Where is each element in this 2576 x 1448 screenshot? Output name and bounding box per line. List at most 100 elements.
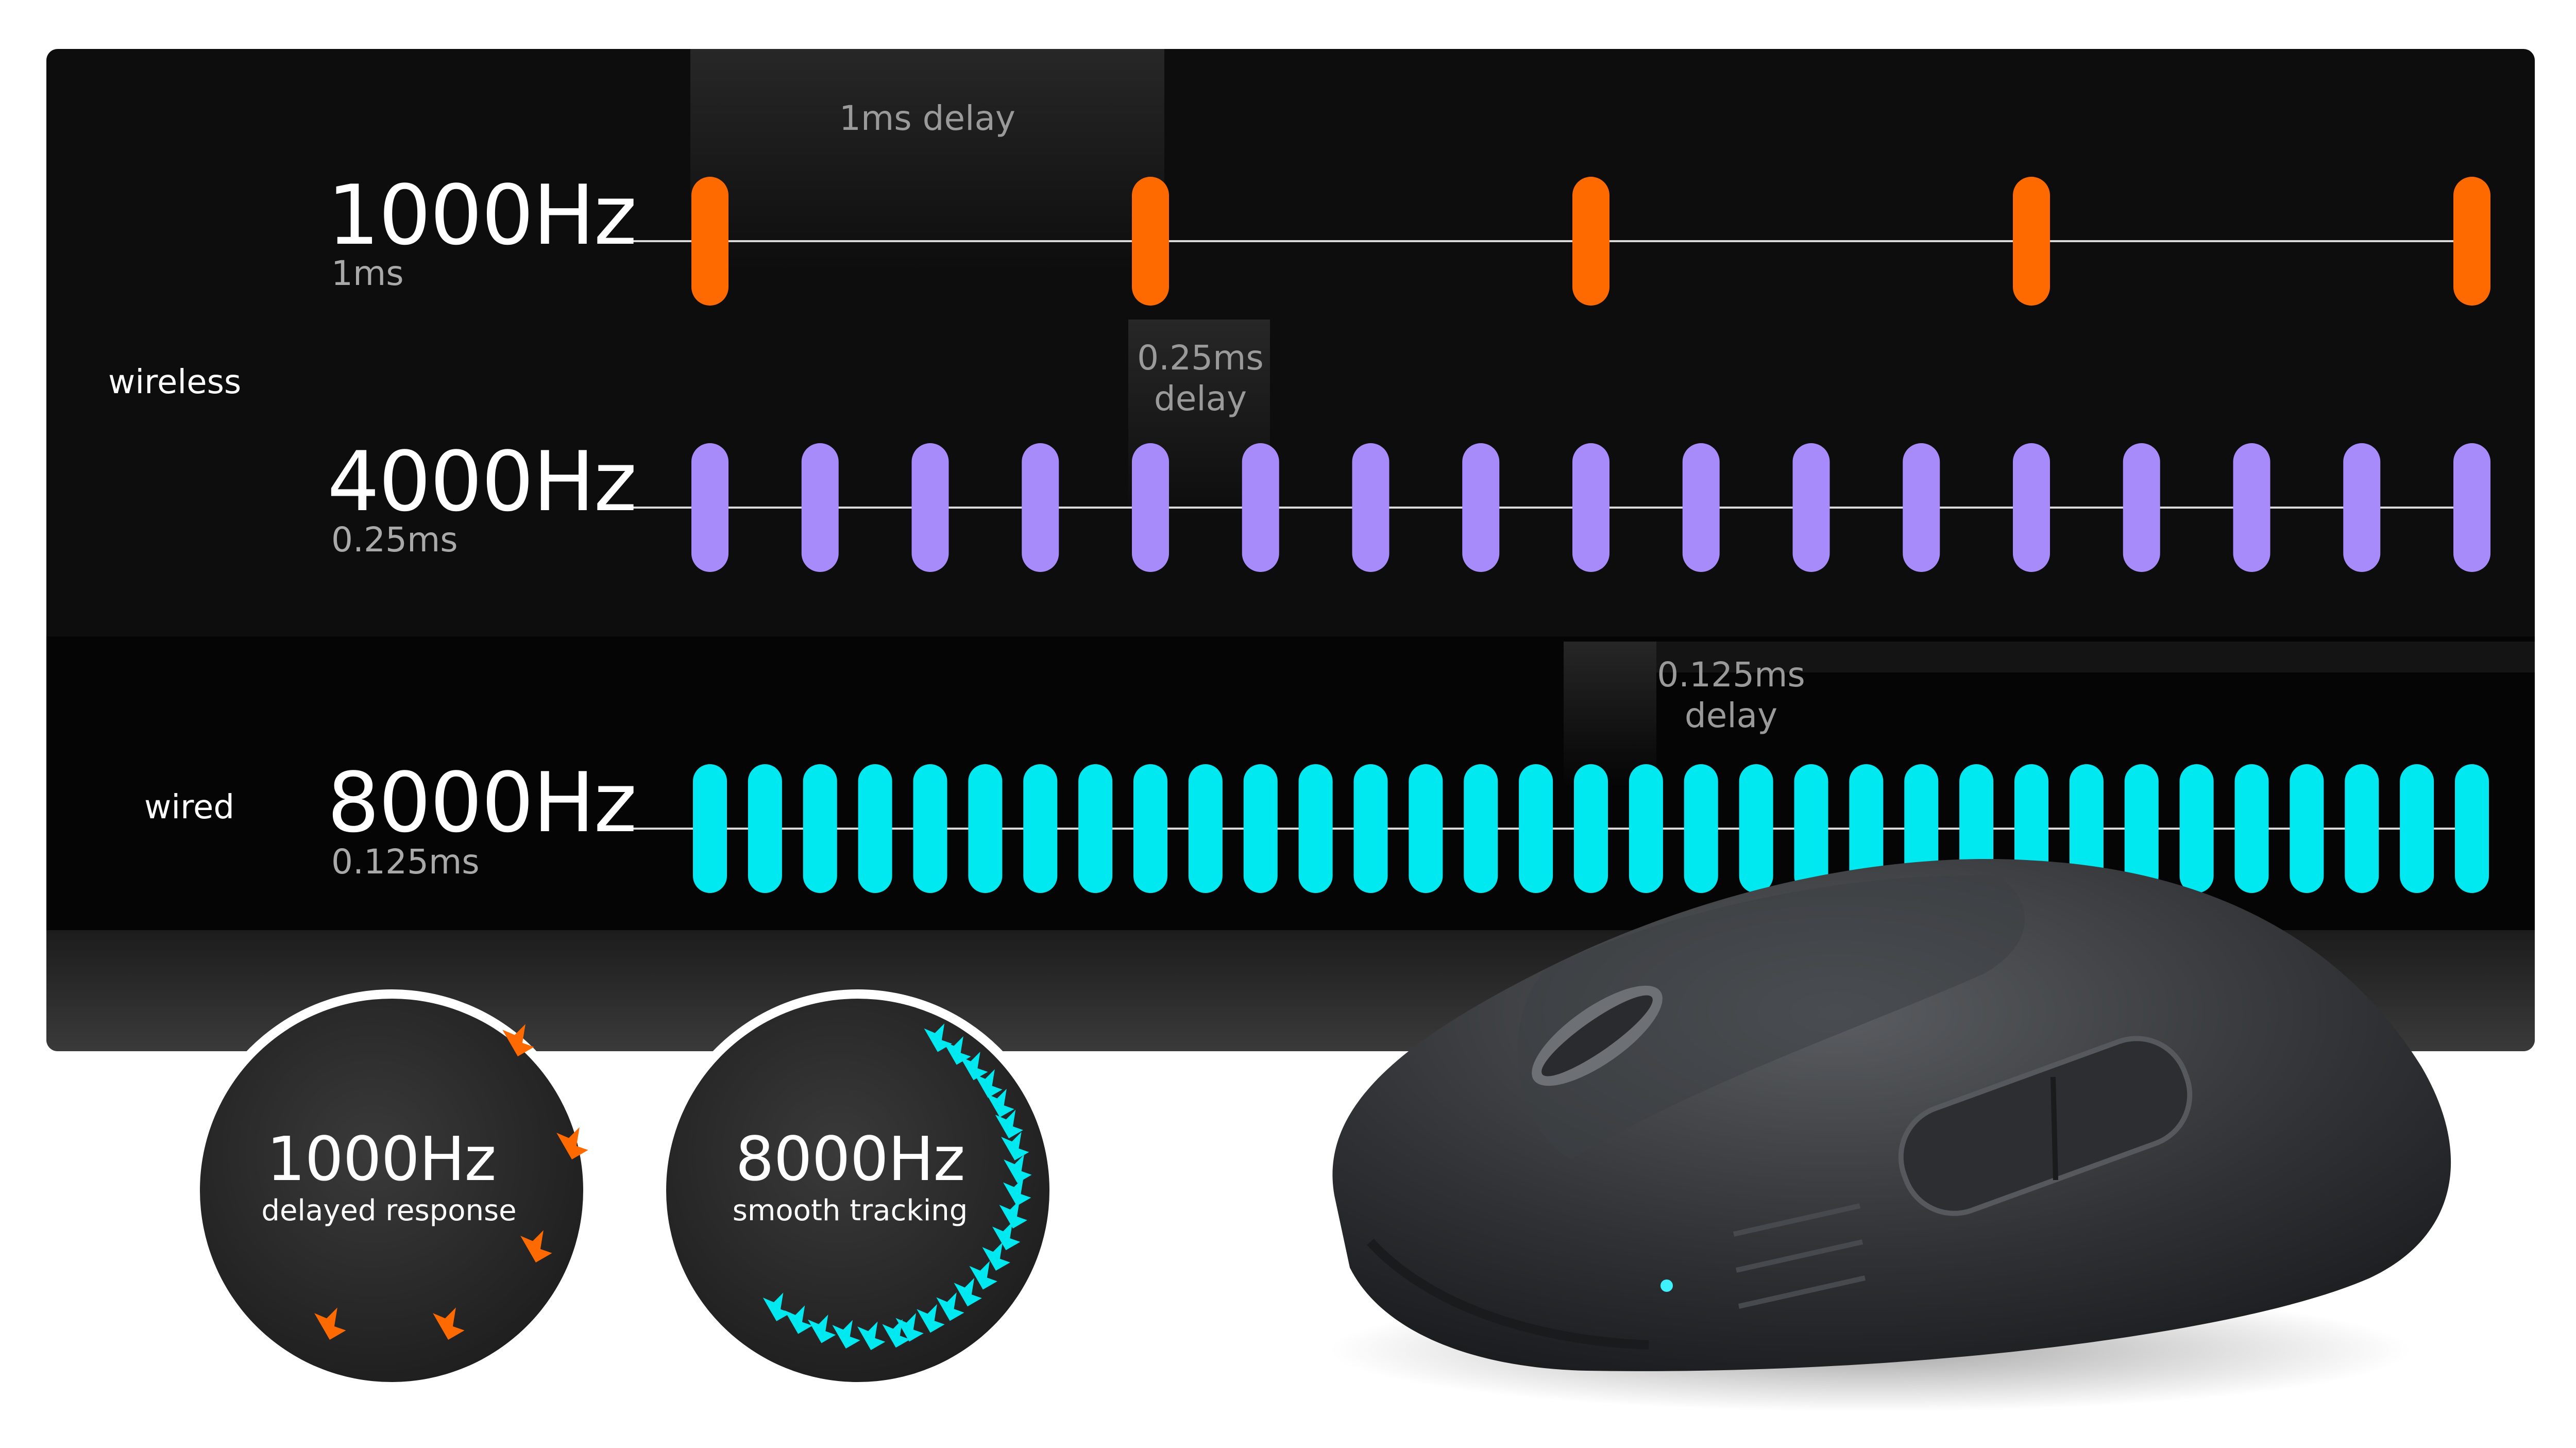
- pulse-r1000: [1572, 177, 1609, 306]
- cursor-arrow-icon: [895, 1313, 924, 1342]
- pulse-r8000: [1794, 764, 1828, 893]
- cursor-arrow-icon: [807, 1315, 836, 1343]
- circle-1000hz-subtitle: delayed response: [261, 1194, 517, 1227]
- pulse-r4000: [1352, 443, 1389, 572]
- pulse-r8000: [1243, 764, 1278, 893]
- pulse-r4000: [1572, 443, 1609, 572]
- pulse-r8000: [1629, 764, 1663, 893]
- interval-0-25ms: 0.25ms: [331, 520, 458, 560]
- pulse-r8000: [1904, 764, 1939, 893]
- pulse-r8000: [1188, 764, 1223, 893]
- pulse-r8000: [1739, 764, 1773, 893]
- pulse-r8000: [2290, 764, 2324, 893]
- cursor-arrow-icon: [1004, 1154, 1032, 1183]
- pulse-r8000: [858, 764, 892, 893]
- pulse-r4000: [911, 443, 949, 572]
- gaming-mouse-image: [1329, 858, 2451, 1412]
- delay-label-1000hz: 1ms delay: [839, 98, 1015, 138]
- frequency-8000hz: 8000Hz: [327, 754, 637, 851]
- circle-8000hz-title: 8000Hz: [735, 1123, 965, 1194]
- cursor-arrow-icon: [960, 1051, 988, 1081]
- pulse-r4000: [801, 443, 839, 572]
- cursor-arrow-icon: [882, 1319, 910, 1348]
- interval-0-125ms: 0.125ms: [331, 842, 480, 882]
- pulse-r8000: [1353, 764, 1388, 893]
- cursor-arrow-icon: [992, 1221, 1021, 1251]
- pulse-r1000: [2013, 177, 2050, 306]
- cursor-arrow-icon: [917, 1304, 945, 1333]
- pulse-r4000: [1022, 443, 1059, 572]
- pulse-r4000: [1462, 443, 1500, 572]
- pulse-r1000: [2453, 177, 2490, 306]
- pulse-r4000: [2453, 443, 2490, 572]
- pulse-r8000: [1078, 764, 1113, 893]
- pulse-r8000: [1849, 764, 1884, 893]
- cursor-arrow-icon: [936, 1292, 964, 1321]
- pulse-r8000: [2345, 764, 2379, 893]
- pulse-r8000: [2069, 764, 2104, 893]
- circle-1000hz-title: 1000Hz: [266, 1123, 497, 1194]
- wired-label: wired: [144, 788, 235, 827]
- pulse-r8000: [1298, 764, 1333, 893]
- cursor-arrows-8000hz: [762, 1023, 1032, 1350]
- pulse-r8000: [2179, 764, 2214, 893]
- pulse-r8000: [2124, 764, 2159, 893]
- pulse-r4000: [1132, 443, 1169, 572]
- delay-highlight-8000: [1564, 642, 1656, 786]
- pulse-r1000: [691, 177, 728, 306]
- pulse-r4000: [2233, 443, 2270, 572]
- pulse-r8000: [2455, 764, 2489, 893]
- delay-label-8000hz: 0.125ms delay: [1657, 655, 1805, 736]
- cursor-arrow-icon: [995, 1109, 1023, 1139]
- cursor-arrow-icon: [999, 1200, 1027, 1228]
- cursor-arrow-icon: [954, 1277, 982, 1307]
- cursor-arrow-icon: [784, 1305, 812, 1334]
- pulse-r8000: [2400, 764, 2434, 893]
- cursor-arrow-icon: [982, 1242, 1010, 1271]
- circle-8000hz-subtitle: smooth tracking: [732, 1194, 968, 1227]
- cursor-arrow-icon: [969, 1261, 997, 1290]
- pulse-r4000: [691, 443, 728, 572]
- interval-1ms: 1ms: [331, 254, 404, 293]
- pulse-r1000: [1132, 177, 1169, 306]
- delay-highlight-1000: [690, 49, 1164, 271]
- pulse-r8000: [803, 764, 837, 893]
- pulse-r8000: [1574, 764, 1608, 893]
- cursor-arrow-icon: [1003, 1177, 1031, 1206]
- cursor-arrow-icon: [1001, 1132, 1029, 1160]
- cursor-arrow-icon: [857, 1321, 886, 1350]
- circle-8000hz: [657, 989, 1059, 1391]
- pulse-r8000: [913, 764, 947, 893]
- cursor-arrow-icon: [520, 1230, 552, 1262]
- pulse-r8000: [693, 764, 727, 893]
- pulse-r4000: [1903, 443, 1940, 572]
- cursor-arrows-1000hz: [314, 1024, 588, 1340]
- pulse-r4000: [2343, 443, 2381, 572]
- cursor-arrow-icon: [924, 1023, 952, 1052]
- circle-1000hz: [191, 989, 592, 1391]
- frequency-1000hz: 1000Hz: [327, 167, 637, 263]
- pulse-r8000: [1684, 764, 1718, 893]
- panel-bands: [46, 49, 2535, 1051]
- wireless-label: wireless: [108, 363, 242, 401]
- cursor-arrow-icon: [433, 1307, 465, 1340]
- pulse-r4000: [1682, 443, 1720, 572]
- pulse-r8000: [1023, 764, 1058, 893]
- delay-label-4000hz: 0.25ms delay: [1137, 338, 1264, 419]
- pulse-r4000: [2013, 443, 2050, 572]
- cursor-arrow-icon: [832, 1320, 860, 1349]
- cursor-arrow-icon: [943, 1036, 971, 1065]
- pulse-r8000: [2234, 764, 2269, 893]
- pulse-r4000: [1792, 443, 1830, 572]
- timelines: [621, 177, 2490, 893]
- pulse-r8000: [1519, 764, 1553, 893]
- cursor-arrow-icon: [556, 1127, 588, 1159]
- cursor-arrow-icon: [974, 1069, 1003, 1098]
- pulse-r8000: [968, 764, 1003, 893]
- pulse-r8000: [1464, 764, 1498, 893]
- pulse-r8000: [748, 764, 782, 893]
- wired-band-top-strip: [1656, 642, 2535, 672]
- pulse-r8000: [1133, 764, 1167, 893]
- cursor-arrow-icon: [986, 1088, 1014, 1118]
